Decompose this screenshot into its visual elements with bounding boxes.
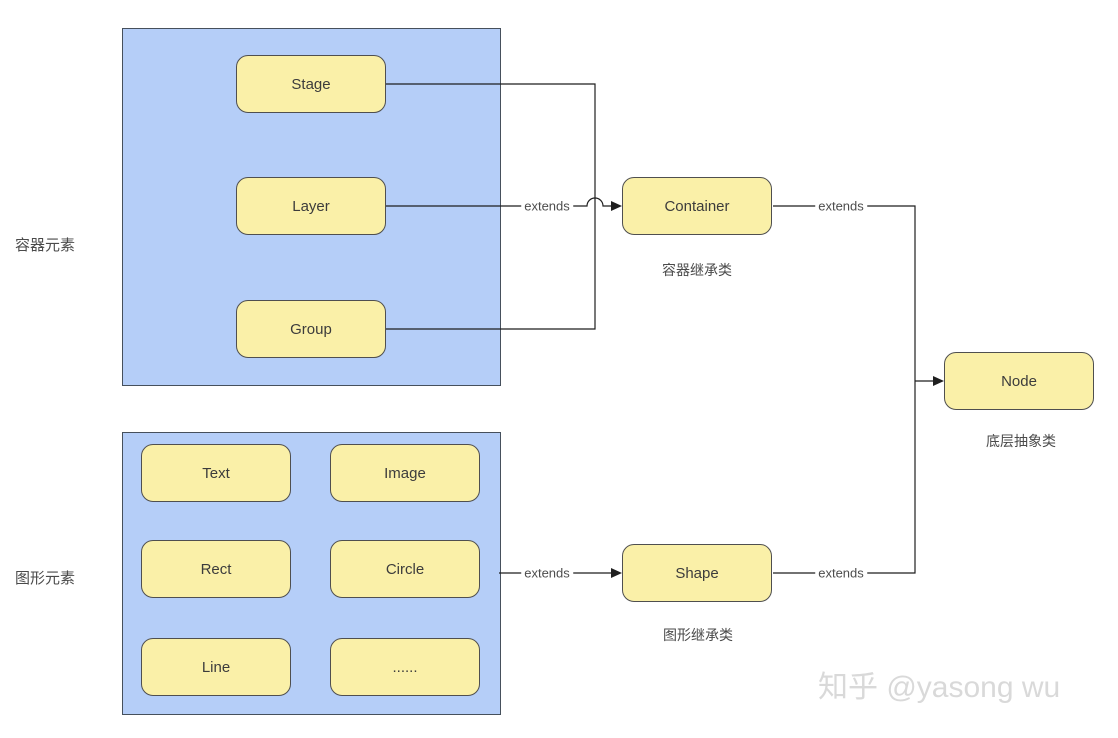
node-group: Group — [236, 300, 386, 358]
stage-group-bus-connector — [386, 83, 596, 330]
node-shape: Shape — [622, 544, 772, 602]
node-text: Text — [141, 444, 291, 502]
node-circle-label: Circle — [385, 560, 425, 578]
container-elements-label: 容器元素 — [15, 237, 76, 254]
shape-caption: 图形继承类 — [663, 627, 733, 643]
node-line-label: Line — [201, 658, 231, 676]
node-caption: 底层抽象类 — [986, 433, 1056, 449]
node-stage: Stage — [236, 55, 386, 113]
node-shape-label: Shape — [675, 564, 719, 582]
extends-label-shape-node: extends — [815, 565, 867, 581]
node-ellipsis-label: ...... — [392, 658, 418, 676]
node-line: Line — [141, 638, 291, 696]
node-node-label: Node — [1001, 372, 1037, 390]
node-image: Image — [330, 444, 480, 502]
node-container: Container — [622, 177, 772, 235]
node-rect: Rect — [141, 540, 291, 598]
node-rect-label: Rect — [200, 560, 232, 578]
zhihu-watermark: 知乎 @yasong wu — [818, 671, 1061, 704]
shape-elements-label: 图形元素 — [15, 570, 76, 587]
container-shape-bus-connector — [773, 205, 916, 574]
extends-label-container-node: extends — [815, 198, 867, 214]
node-layer-label: Layer — [292, 197, 330, 215]
layer-extends-connector — [386, 197, 612, 207]
node-text-label: Text — [202, 464, 230, 482]
extends-label-layer-container: extends — [521, 198, 573, 214]
node-layer: Layer — [236, 177, 386, 235]
node-ellipsis: ...... — [330, 638, 480, 696]
arrowhead-into-shape — [611, 568, 622, 578]
container-caption: 容器继承类 — [662, 262, 732, 278]
extends-label-shapes-shape: extends — [521, 565, 573, 581]
node-stage-label: Stage — [291, 75, 331, 93]
node-node: Node — [944, 352, 1094, 410]
arrowhead-into-node — [933, 376, 944, 386]
node-circle: Circle — [330, 540, 480, 598]
node-image-label: Image — [384, 464, 426, 482]
node-container-label: Container — [664, 197, 730, 215]
node-group-label: Group — [290, 320, 332, 338]
arrowhead-into-container — [611, 201, 622, 211]
